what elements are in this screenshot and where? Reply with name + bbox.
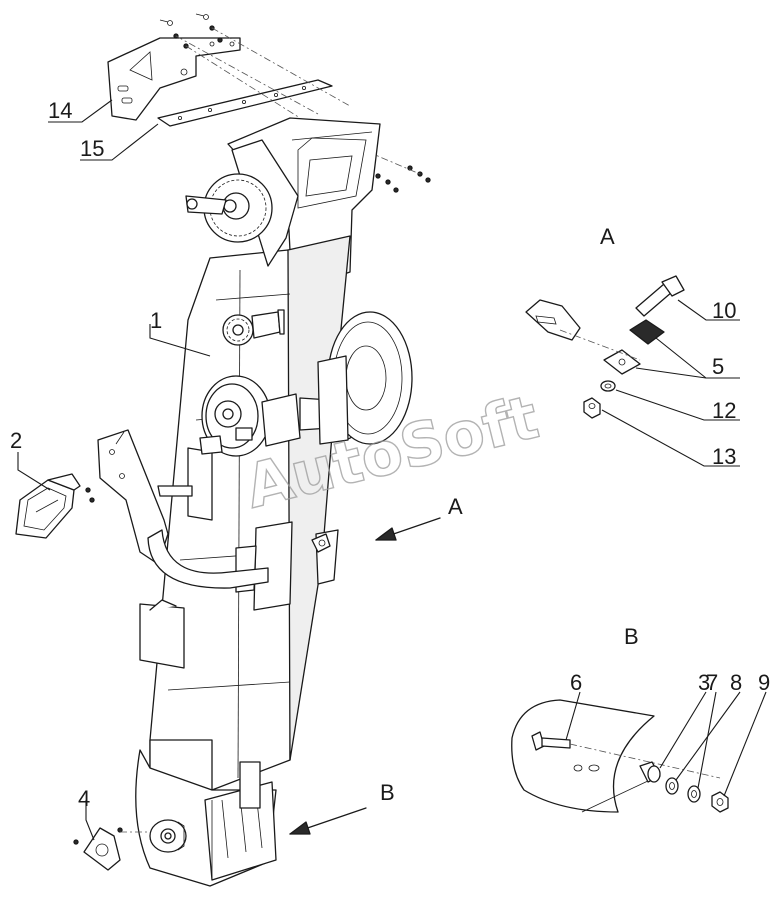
view-arrow-b [289,807,367,835]
detail-a-bracket-plate [525,299,581,341]
handle-grip-2 [15,473,81,539]
boot-sprocket [149,819,187,853]
callout-9: 9 [758,670,770,695]
callout-6: 6 [570,670,582,695]
detail-a-bolt-10 [635,275,685,317]
view-arrow-a [375,517,441,541]
mounting-strip-15 [157,79,333,127]
detail-b-bolt-6 [531,731,571,751]
middle-sprocket [222,309,285,346]
arrow-label-b: B [380,780,395,805]
callout-13: 13 [712,444,736,469]
head-sprocket [185,139,299,267]
callout-4: 4 [78,786,90,811]
detail-b-cover [511,699,655,813]
detail-b-bushing-3 [639,761,661,783]
detail-b-washer-8 [665,777,679,795]
callout-10: 10 [712,298,736,323]
callout-7: 7 [706,670,718,695]
assembly-dash-lines [175,27,421,175]
callout-14: 14 [48,98,72,123]
detail-b-axis-line [569,743,721,779]
large-pulley-disc [317,311,413,445]
mounting-bracket-14 [107,37,241,121]
callout-1: 1 [150,308,162,333]
view-label-a: A [600,224,615,249]
detail-a-nut-13 [583,397,601,419]
leader-lines [17,99,767,841]
detail-b-washer-7 [687,785,701,803]
callout-2: 2 [10,428,22,453]
detail-a-washer-12 [600,380,616,392]
handle-assembly-2 [85,429,269,589]
view-label-b: B [624,624,639,649]
side-bracket-a [311,529,339,585]
callout-5: 5 [712,354,724,379]
callout-12: 12 [712,398,736,423]
callout-8: 8 [730,670,742,695]
callout-3: 3 [698,670,710,695]
detail-b-nut-9 [711,791,729,813]
detail-a-square-plate-5 [603,319,665,375]
detail-a-axis-line [559,329,641,361]
callout-15: 15 [80,136,104,161]
arrow-label-a: A [448,494,463,519]
